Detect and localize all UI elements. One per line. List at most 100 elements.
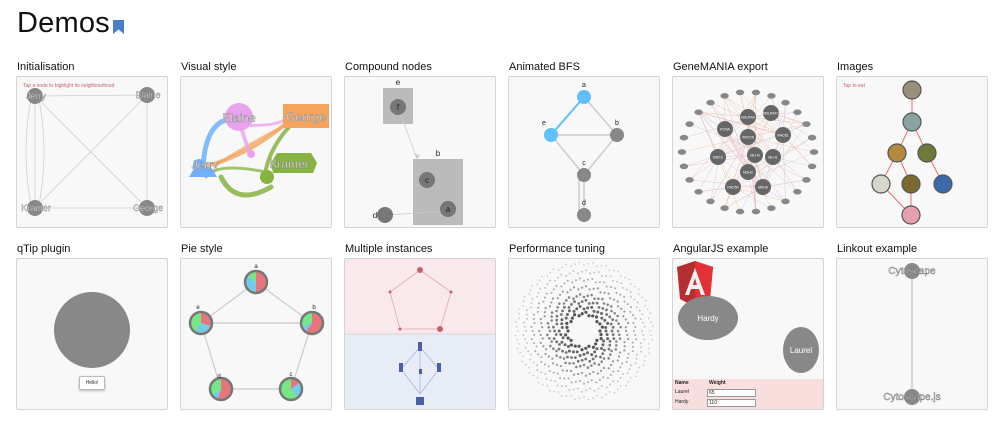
demo-label[interactable]: Linkout example bbox=[837, 243, 918, 255]
graph-node bbox=[571, 281, 574, 284]
graph-node bbox=[560, 285, 563, 288]
graph-node bbox=[559, 364, 562, 368]
demo-label[interactable]: Performance tuning bbox=[509, 243, 605, 255]
graph-node bbox=[566, 291, 569, 294]
demo-thumbnail[interactable]: Tap a node to highlight its neighbourhoo… bbox=[16, 76, 168, 228]
graph-node bbox=[539, 287, 542, 290]
demo-thumbnail[interactable]: Tap to eat bbox=[836, 76, 988, 228]
demo-thumbnail[interactable] bbox=[508, 258, 660, 410]
graph-node bbox=[561, 349, 564, 353]
pie-slice bbox=[280, 378, 298, 400]
graph-node bbox=[584, 298, 588, 302]
graph-node bbox=[574, 398, 576, 401]
demo-initialisation[interactable]: Initialisation Tap a node to highlight i… bbox=[16, 60, 168, 228]
demo-label[interactable]: Compound nodes bbox=[345, 61, 432, 73]
bookmark-icon[interactable] bbox=[113, 20, 124, 34]
demo-thumbnail[interactable]: Cytoscape Cytoscape.js bbox=[836, 258, 988, 410]
node-label[interactable]: Cytoscape bbox=[888, 266, 936, 278]
demo-linkout-example[interactable]: Linkout example Cytoscape Cytoscape.js bbox=[836, 242, 988, 410]
graph-node bbox=[608, 315, 612, 319]
graph-node bbox=[595, 381, 598, 384]
demo-angularjs-example[interactable]: AngularJS example Hardy Laurel Name Weig… bbox=[672, 242, 824, 410]
demo-pie-style[interactable]: Pie style a b c d e bbox=[180, 242, 332, 410]
demo-thumbnail[interactable]: Hardy Laurel Name Weight Laurel 65 Hardy… bbox=[672, 258, 824, 410]
demo-qtip-plugin[interactable]: qTip plugin Hello! bbox=[16, 242, 168, 410]
demo-performance-tuning[interactable]: Performance tuning bbox=[508, 242, 660, 410]
graph-node bbox=[555, 322, 559, 326]
graph-node bbox=[572, 388, 575, 391]
demo-thumbnail[interactable] bbox=[344, 258, 496, 410]
graph-node bbox=[602, 357, 606, 360]
demo-label[interactable]: Images bbox=[837, 61, 874, 73]
graph-node bbox=[630, 306, 633, 309]
graph-node bbox=[618, 337, 622, 340]
graph-node bbox=[598, 378, 601, 381]
graph-linkout: Cytoscape Cytoscape.js bbox=[883, 263, 941, 405]
demo-label[interactable]: qTip plugin bbox=[17, 243, 71, 255]
graph-node bbox=[611, 333, 615, 337]
gene-node bbox=[694, 109, 703, 115]
graph-node bbox=[602, 302, 606, 305]
demo-thumbnail[interactable]: a b e c d bbox=[508, 76, 660, 228]
graph-node bbox=[578, 305, 582, 309]
graph-node bbox=[559, 313, 563, 316]
gene-node bbox=[807, 163, 817, 170]
graph-node bbox=[610, 309, 613, 313]
graph-node bbox=[531, 284, 534, 287]
graph-node bbox=[605, 285, 608, 288]
graph-node bbox=[569, 369, 573, 373]
graph-node bbox=[544, 306, 547, 310]
demo-label[interactable]: Animated BFS bbox=[509, 61, 580, 73]
graph-node bbox=[631, 350, 634, 353]
graph-node bbox=[536, 296, 538, 298]
graph-node bbox=[590, 293, 593, 297]
demo-thumbnail[interactable]: Elaine George Jerry Kramer bbox=[180, 76, 332, 228]
graph-node bbox=[549, 379, 552, 382]
graph-node bbox=[617, 270, 620, 273]
graph-node bbox=[559, 377, 562, 380]
demo-thumbnail[interactable]: e f b c a d bbox=[344, 76, 496, 228]
graph-node bbox=[588, 359, 592, 363]
demo-label[interactable]: AngularJS example bbox=[673, 243, 769, 255]
graph-node bbox=[566, 355, 569, 359]
demo-thumbnail[interactable]: Hello! bbox=[16, 258, 168, 410]
demo-label[interactable]: Visual style bbox=[181, 61, 237, 73]
graph-node bbox=[609, 322, 613, 326]
graph-node bbox=[559, 356, 562, 359]
graph-node bbox=[607, 292, 610, 295]
demo-label[interactable]: Initialisation bbox=[17, 61, 75, 73]
demo-multiple-instances[interactable]: Multiple instances bbox=[344, 242, 496, 410]
graph-node bbox=[542, 300, 545, 303]
demo-thumbnail[interactable]: a b c d e bbox=[180, 258, 332, 410]
graph-node bbox=[577, 344, 581, 348]
demo-compound-nodes[interactable]: Compound nodes e f b c a d bbox=[344, 60, 496, 228]
pie-slice bbox=[217, 378, 232, 400]
graph-node bbox=[641, 296, 644, 299]
demo-label[interactable]: GeneMANIA export bbox=[673, 61, 768, 73]
graph-node bbox=[568, 272, 571, 275]
demo-label[interactable]: Pie style bbox=[181, 243, 223, 255]
weight-input[interactable]: 110 bbox=[707, 399, 756, 407]
graph-node bbox=[519, 351, 521, 354]
demo-images[interactable]: Images Tap to eat bbox=[836, 60, 988, 228]
demo-animated-bfs[interactable]: Animated BFS a b e bbox=[508, 60, 660, 228]
weight-input[interactable]: 65 bbox=[707, 389, 756, 397]
graph-images: Tap to eat bbox=[843, 80, 953, 225]
graph-node bbox=[634, 317, 637, 320]
graph-node bbox=[573, 344, 577, 348]
node-label: b bbox=[436, 149, 441, 158]
demo-label[interactable]: Multiple instances bbox=[345, 243, 433, 255]
graph-node bbox=[639, 342, 642, 344]
graph-node bbox=[641, 330, 643, 332]
graph-node bbox=[619, 293, 622, 296]
demo-visual-style[interactable]: Visual style Elaine George bbox=[180, 60, 332, 228]
gene-node bbox=[781, 198, 790, 205]
graph-node bbox=[542, 345, 545, 348]
graph-node bbox=[560, 318, 564, 322]
node-label[interactable]: Cytoscape.js bbox=[883, 392, 941, 404]
graph-node bbox=[587, 344, 591, 348]
graph-node bbox=[638, 366, 640, 369]
graph-node bbox=[552, 288, 555, 291]
